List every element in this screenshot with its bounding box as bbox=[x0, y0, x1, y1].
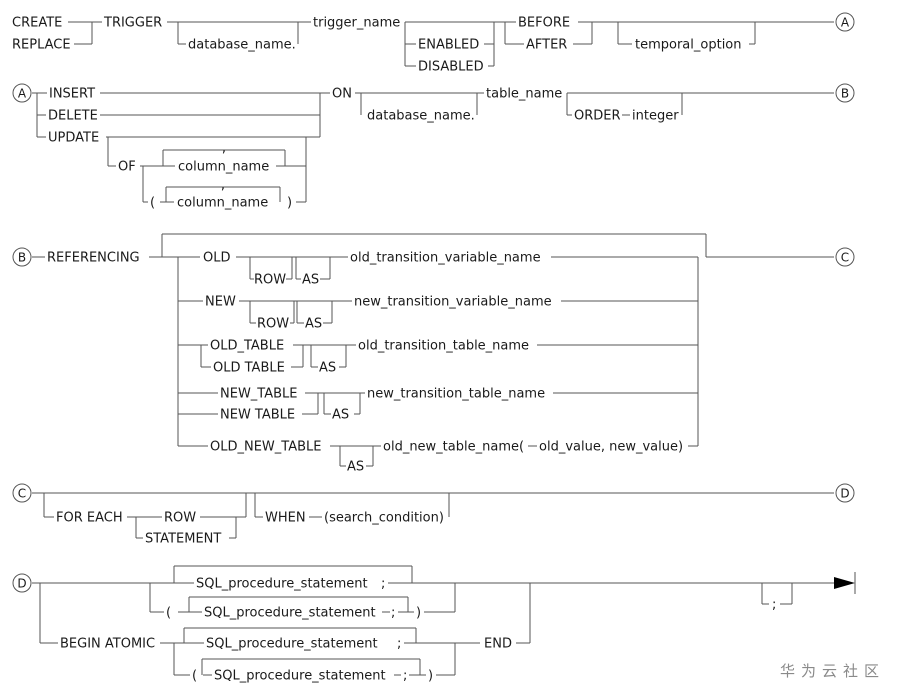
identifier-old-new-table-name: old_new_table_name( bbox=[383, 440, 524, 455]
keyword-new: NEW bbox=[205, 295, 236, 310]
keyword-insert: INSERT bbox=[49, 87, 95, 102]
connector-b-out bbox=[835, 83, 855, 103]
keyword-as: AS bbox=[347, 460, 364, 475]
identifier-old-value-new-value: old_value, new_value) bbox=[539, 440, 683, 455]
syntax-tokens: CREATE REPLACE TRIGGER database_name. tr… bbox=[12, 16, 776, 684]
keyword-new-table-alt: NEW TABLE bbox=[220, 408, 295, 423]
keyword-when: WHEN bbox=[265, 511, 306, 526]
keyword-order: ORDER bbox=[574, 109, 621, 124]
keyword-of: OF bbox=[118, 160, 136, 175]
identifier-sql-procedure-statement: SQL_procedure_statement bbox=[214, 669, 386, 684]
watermark: 华为云社区 bbox=[780, 662, 885, 680]
keyword-old-table: OLD_TABLE bbox=[210, 339, 284, 354]
identifier-old-transition-variable-name: old_transition_variable_name bbox=[350, 251, 541, 266]
connector-c-in bbox=[12, 483, 32, 503]
separator-semicolon: ; bbox=[381, 577, 385, 592]
identifier-database-name: database_name. bbox=[188, 38, 296, 53]
keyword-statement: STATEMENT bbox=[145, 532, 221, 547]
connector-a-out bbox=[835, 12, 855, 32]
identifier-sql-procedure-statement: SQL_procedure_statement bbox=[196, 577, 368, 592]
identifier-old-transition-table-name: old_transition_table_name bbox=[358, 339, 529, 354]
connector-a-out-label: A bbox=[841, 16, 850, 30]
connector-b-in bbox=[12, 247, 32, 267]
keyword-old: OLD bbox=[203, 251, 231, 266]
keyword-as: AS bbox=[305, 317, 322, 332]
keyword-for-each: FOR EACH bbox=[56, 511, 123, 526]
keyword-update: UPDATE bbox=[48, 131, 99, 146]
identifier-new-transition-variable-name: new_transition_variable_name bbox=[354, 295, 552, 310]
connector-a-in-label: A bbox=[18, 87, 27, 101]
connector-d-in bbox=[12, 573, 32, 593]
connector-d-in-label: D bbox=[17, 577, 26, 591]
connector-c-out bbox=[835, 247, 855, 267]
identifier-column-name: column_name bbox=[178, 160, 269, 175]
separator-semicolon: ; bbox=[391, 606, 395, 621]
identifier-table-name: table_name bbox=[486, 87, 562, 102]
identifier-temporal-option: temporal_option bbox=[635, 38, 742, 53]
paren-open: ( bbox=[150, 196, 155, 211]
separator-semicolon: ; bbox=[397, 637, 401, 652]
diagram-lines bbox=[32, 21, 856, 676]
keyword-replace: REPLACE bbox=[12, 38, 71, 53]
paren-open: ( bbox=[192, 669, 197, 684]
connector-b-in-label: B bbox=[18, 251, 26, 265]
paren-close: ) bbox=[416, 606, 421, 621]
keyword-before: BEFORE bbox=[518, 16, 570, 31]
connectors bbox=[12, 12, 855, 593]
identifier-sql-procedure-statement: SQL_procedure_statement bbox=[206, 637, 378, 652]
keyword-on: ON bbox=[332, 87, 352, 102]
keyword-end: END bbox=[484, 637, 512, 652]
separator-semicolon-final: ; bbox=[772, 598, 776, 613]
separator-semicolon: ; bbox=[403, 669, 407, 684]
separator-comma: , bbox=[222, 141, 226, 156]
end-arrow-icon bbox=[834, 577, 855, 589]
keyword-as: AS bbox=[332, 408, 349, 423]
connector-labels: A A B B C C D D bbox=[17, 16, 850, 591]
separator-comma: , bbox=[221, 178, 225, 193]
keyword-referencing: REFERENCING bbox=[47, 251, 140, 266]
keyword-row: ROW bbox=[164, 511, 196, 526]
identifier-column-name: column_name bbox=[177, 196, 268, 211]
identifier-search-condition: (search_condition) bbox=[324, 511, 444, 526]
identifier-database-name: database_name. bbox=[367, 109, 475, 124]
identifier-new-transition-table-name: new_transition_table_name bbox=[367, 387, 545, 402]
keyword-as: AS bbox=[319, 361, 336, 376]
keyword-begin-atomic: BEGIN ATOMIC bbox=[60, 637, 155, 652]
keyword-old-table-alt: OLD TABLE bbox=[213, 361, 285, 376]
identifier-sql-procedure-statement: SQL_procedure_statement bbox=[204, 606, 376, 621]
keyword-as: AS bbox=[302, 273, 319, 288]
keyword-trigger: TRIGGER bbox=[103, 16, 162, 31]
keyword-create: CREATE bbox=[12, 16, 62, 31]
connector-b-out-label: B bbox=[841, 87, 849, 101]
paren-open: ( bbox=[166, 606, 171, 621]
keyword-new-table: NEW_TABLE bbox=[220, 387, 298, 402]
keyword-old-new-table: OLD_NEW_TABLE bbox=[210, 440, 321, 455]
connector-c-out-label: C bbox=[841, 251, 849, 265]
connector-c-in-label: C bbox=[18, 487, 26, 501]
keyword-disabled: DISABLED bbox=[418, 60, 484, 75]
connector-d-out-label: D bbox=[840, 487, 849, 501]
connector-a-in bbox=[12, 83, 32, 103]
paren-close: ) bbox=[428, 669, 433, 684]
identifier-integer: integer bbox=[632, 109, 679, 124]
keyword-row: ROW bbox=[254, 273, 286, 288]
paren-close: ) bbox=[287, 196, 292, 211]
keyword-row: ROW bbox=[257, 317, 289, 332]
keyword-after: AFTER bbox=[526, 38, 567, 53]
identifier-trigger-name: trigger_name bbox=[313, 16, 400, 31]
keyword-delete: DELETE bbox=[48, 109, 98, 124]
keyword-enabled: ENABLED bbox=[418, 38, 479, 53]
connector-d-out bbox=[835, 483, 855, 503]
